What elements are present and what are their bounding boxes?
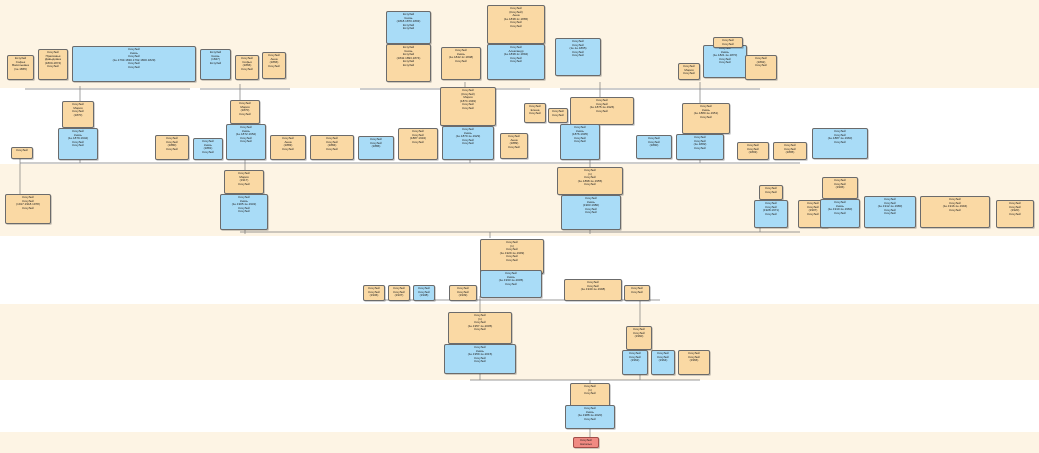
person-card[interactable]: Кочубей Кочубей (1е.1875.1е.1926) Кочубе…: [570, 97, 634, 125]
root-person-name: Кочубей: [580, 438, 592, 442]
person-card[interactable]: Кочубей Кочубей (1936): [363, 285, 385, 301]
person-card[interactable]: Кочубей Софья (1866) Кочубей: [235, 55, 259, 80]
person-card[interactable]: Кочубей Кочубей: [548, 108, 568, 123]
person-card[interactable]: Кочубей Кочубей (1е.1916.1е.1994) Кочубе…: [920, 196, 990, 228]
person-card[interactable]: Кочубей Кочубей (1966): [678, 350, 710, 375]
person-card[interactable]: Кочубей Кочубей (1964): [651, 350, 675, 375]
person-card[interactable]: Кочубей Князь (1е.1959.1е.2015) Кочубей …: [444, 344, 516, 374]
person-card[interactable]: Кочубей Кочубей (1е.1940.1е.1998): [564, 279, 622, 301]
person-card[interactable]: Кочубей (1) Кочубей (1е.1929.1е.1999) Ко…: [480, 239, 544, 274]
person-card[interactable]: Кочубей Кочубей (1887.1934) Кочубей: [398, 128, 438, 160]
person-card[interactable]: Кочубей (1) Кочубей: [570, 383, 610, 407]
person-card[interactable]: Кочубей Софья Васильевна (1е.1865): [7, 55, 34, 80]
person-card[interactable]: Кочубей Князь Кочубей (1842.1893.1874) К…: [386, 44, 431, 82]
person-card[interactable]: Кочубей (1892) Кочубей: [745, 55, 777, 80]
generation-band-6: [0, 380, 1039, 432]
person-card[interactable]: Кочубей Князь (1847) Кочубей: [200, 49, 231, 80]
person-card[interactable]: Кочубей Кочубей (1938): [413, 285, 435, 301]
person-card[interactable]: Кочубей (1) Кочубей (1е.1957.1е.2005) Ко…: [448, 312, 512, 344]
person-card[interactable]: Кочубей Князь (1876.1935) Кочубей Кочубе…: [560, 124, 600, 160]
person-card[interactable]: Кочубей Кочубей (1880) Кочубей: [155, 135, 189, 160]
person-card[interactable]: Кочубей Князь (1е.1910.1е.1960) Кочубей: [820, 199, 860, 228]
person-card[interactable]: Кочубей Кочубей: [759, 185, 783, 200]
person-card[interactable]: Кочубей Мария Кочубей (1870): [62, 101, 94, 128]
person-card[interactable]: Кочубей Князь (1818.1870.1893) Кочубей К…: [386, 11, 431, 44]
person-card[interactable]: Кочубей Князь (1е.1880.1е.1951) Кочубей: [682, 103, 730, 134]
person-card[interactable]: Кочубей (Кочубей) Мария (1874.1949) Кочу…: [440, 87, 496, 126]
person-card[interactable]: Кочубей Кочубей (1е.1912.1е.1980) Кочубе…: [864, 196, 916, 228]
person-card[interactable]: Кочубей Прасковья Давыдовна (1800-1874) …: [38, 49, 68, 80]
person-card[interactable]: Кочубей Князь (1е.1842.1с.1848) Кочубей: [441, 47, 481, 80]
person-card[interactable]: Кочубей Кочубей (1890): [636, 135, 672, 159]
root-person-subname: Наталья: [580, 441, 592, 446]
person-card[interactable]: Кочубей Кочубей (1920) Кочубей: [996, 200, 1034, 228]
person-card[interactable]: Кочубей Кочубей (1е.1е.1895) Кочубей Коч…: [555, 38, 601, 76]
person-card[interactable]: Кочубей Кочубей: [624, 285, 650, 301]
person-card[interactable]: Кочубей Мария (1917) Кочубей: [224, 170, 264, 194]
person-card[interactable]: Кочубей Кочубей (1886): [358, 136, 394, 160]
person-card[interactable]: Кочубей Князь Кочубей (1е.1793.1830.1792…: [72, 46, 196, 82]
person-card[interactable]: Кочубей Анна (1866) Кочубей: [262, 52, 286, 79]
person-card[interactable]: Кочубей Князь (1е.1988.1е.2020) Кочубей: [565, 405, 615, 429]
person-card[interactable]: Кочубей Мария (1870) Кочубей: [230, 100, 260, 124]
person-card[interactable]: Кочубей Кочубей (1893): [737, 142, 769, 160]
person-card[interactable]: Кочубей Мария Кочубей: [678, 63, 700, 80]
person-card[interactable]: Кочубей Кочубей (1962): [622, 350, 648, 375]
person-card[interactable]: Кочубей Кочубей (1939): [449, 285, 477, 301]
person-card[interactable]: Кочубей Князь (1881) Кочубей: [193, 138, 223, 160]
person-card[interactable]: Кочубей Александр (1е.1838.1с.1894) Кочу…: [487, 44, 545, 80]
person-card[interactable]: Кочубей Кочубей (1е.1882) Кочубей: [676, 134, 724, 160]
person-card[interactable]: Кочубей Анна (1889) Кочубей: [500, 133, 528, 159]
generation-band-5: [0, 304, 1039, 380]
person-card[interactable]: Кочубей Кочубей (1937): [388, 285, 410, 301]
person-card[interactable]: Кочубей Кочубей: [713, 37, 743, 48]
person-card[interactable]: Кочубей Елена Кочубей: [524, 103, 546, 123]
person-card[interactable]: Кочубей Кочубей (1884) Кочубей: [310, 135, 354, 160]
person-card[interactable]: Кочубей Князь (1е.1905.1е.1932) Кочубей …: [220, 194, 268, 230]
person-card[interactable]: Кочубей: [11, 147, 33, 159]
person-card[interactable]: Кочубей Кочубей (1928.1971) Кочубей: [754, 200, 788, 228]
person-card[interactable]: Кочубей Кочубей (1960): [626, 326, 652, 350]
root-person-card[interactable]: Кочубей Наталья: [573, 437, 599, 448]
person-card[interactable]: Кочубей Кочубей (1906): [822, 177, 858, 199]
person-card[interactable]: Кочубей Кочубей (1917.1918.1978) Кочубей: [5, 194, 51, 224]
person-card[interactable]: Кочубей Кочубей (1е.1887.1е.1960) Кочубе…: [812, 128, 868, 159]
generation-band-7: [0, 432, 1039, 453]
person-card[interactable]: Кочубей Князь (1е.1821.1е.1870) Кочубей …: [703, 45, 747, 78]
person-card[interactable]: Кочубей Князь (1е.1870.1е.1929) Кочубей …: [442, 126, 494, 160]
person-card[interactable]: Кочубей (Кочубей) Анна (1е.1838.1с.1865)…: [487, 5, 545, 44]
person-card[interactable]: Кочубей Князь (1е.1933.1е.2005) Кочубей: [480, 270, 542, 298]
person-card[interactable]: Кочубей Князь (1е.1872.1952) Кочубей Коч…: [226, 124, 266, 160]
person-card[interactable]: Кочубей Князь (1903.1980) Кочубей Кочубе…: [561, 195, 621, 230]
person-card[interactable]: Кочубей Анна (1883) Кочубей: [270, 135, 306, 160]
person-card[interactable]: Кочубей Кочубей (1895): [773, 142, 807, 160]
person-card[interactable]: Кочубей Князь (1е.1879.1942) Кочубей Коч…: [58, 128, 98, 160]
person-card[interactable]: Кочубей (1) Кочубей (1е.1898.1е.1955) Ко…: [557, 167, 623, 195]
